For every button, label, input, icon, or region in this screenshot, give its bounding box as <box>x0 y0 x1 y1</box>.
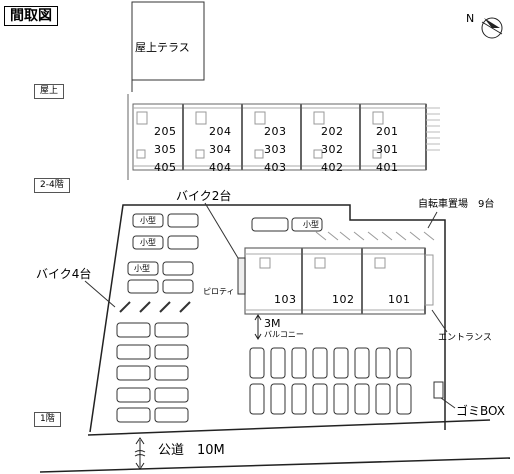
floor-label-ground: 1階 <box>34 412 61 427</box>
motorbike-parking <box>119 301 191 313</box>
upper-floor-plan <box>127 94 440 180</box>
compass-north-icon: N <box>466 12 503 39</box>
balcony-width-arrow <box>254 314 262 340</box>
garbage-box <box>433 381 444 399</box>
lot-boundary <box>89 204 446 433</box>
unit-202: 202 <box>321 125 344 138</box>
garbage-label: ゴミBOX <box>456 404 505 418</box>
unit-402: 402 <box>321 161 344 174</box>
unit-201: 201 <box>376 125 399 138</box>
unit-305: 305 <box>154 143 177 156</box>
road-edge-upper <box>87 419 491 436</box>
unit-404: 404 <box>209 161 232 174</box>
bicycle-parking-label: 自転車置場 9台 <box>418 199 495 210</box>
bike2-label: バイク2台 <box>176 189 232 203</box>
unit-204: 204 <box>209 125 232 138</box>
bicycle-parking <box>315 231 435 241</box>
unit-405: 405 <box>154 161 177 174</box>
bicycle-leader <box>427 211 438 229</box>
unit-101: 101 <box>388 293 411 306</box>
floor-label-roof: 屋上 <box>34 84 65 99</box>
bike4-label: バイク4台 <box>36 267 92 281</box>
unit-203: 203 <box>264 125 287 138</box>
unit-304: 304 <box>209 143 232 156</box>
balcony-label: バルコニー <box>264 330 304 339</box>
entrance-label: エントランス <box>438 333 492 343</box>
small-car-tag: 小型 <box>140 238 156 247</box>
small-car-tag: 小型 <box>134 264 150 273</box>
unit-401: 401 <box>376 161 399 174</box>
unit-301: 301 <box>376 143 399 156</box>
small-car-parking <box>251 217 323 232</box>
left-parking-cars <box>116 213 199 423</box>
unit-205: 205 <box>154 125 177 138</box>
roof-terrace-label: 屋上テラス <box>135 41 190 54</box>
svg-text:N: N <box>466 12 474 25</box>
unit-102: 102 <box>332 293 355 306</box>
piloti-label: ピロティ <box>203 287 235 296</box>
garbage-leader <box>440 397 456 409</box>
unit-303: 303 <box>264 143 287 156</box>
road-label: 公道 10M <box>158 443 225 458</box>
balcony-width-label: 3M <box>264 317 281 330</box>
page-title: 間取図 <box>4 6 58 26</box>
unit-103: 103 <box>274 293 297 306</box>
road-width-arrow <box>134 437 146 470</box>
floor-label-upper: 2-4階 <box>34 178 70 193</box>
ground-floor-plan <box>237 247 434 315</box>
small-car-tag: 小型 <box>140 216 156 225</box>
bike2-leader <box>204 202 239 259</box>
roof-terrace-outline <box>131 1 205 81</box>
small-car-tag: 小型 <box>303 220 319 229</box>
road-edge-lower <box>39 457 511 473</box>
entrance-leader <box>431 309 448 333</box>
right-parking-cars <box>249 347 412 415</box>
bike4-leader <box>84 280 116 308</box>
unit-403: 403 <box>264 161 287 174</box>
unit-302: 302 <box>321 143 344 156</box>
